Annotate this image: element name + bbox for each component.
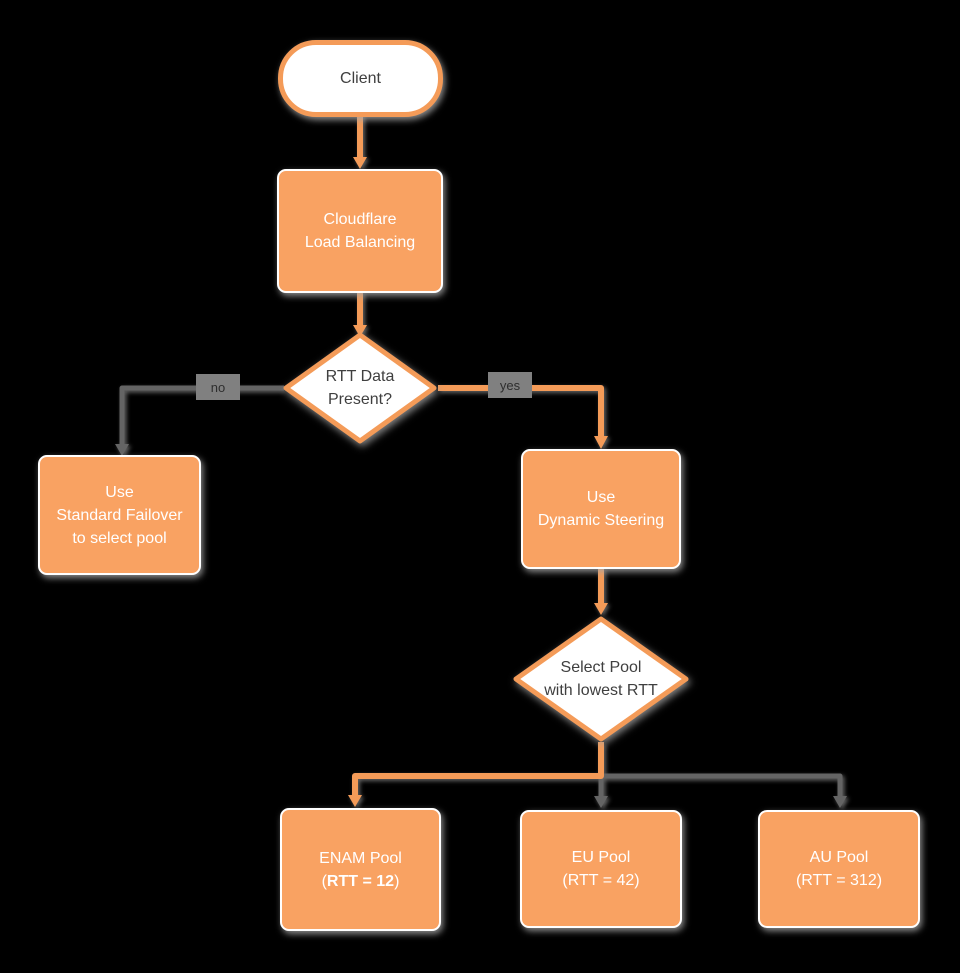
node-au-pool: AU Pool (RTT = 312)	[758, 810, 920, 928]
node-enam-pool-line1: ENAM Pool	[319, 849, 402, 867]
node-dynamic-steering-line1: Use	[586, 489, 616, 506]
node-standard-failover: Use Standard Failover to select pool	[38, 455, 201, 575]
diamond-shape	[283, 332, 437, 444]
diamond-shape	[513, 616, 689, 742]
decision-rtt-line1: RTT Data	[325, 368, 395, 385]
node-au-pool-line1: AU Pool	[809, 849, 869, 866]
decision-rtt-line2: Present?	[327, 391, 393, 408]
node-load-balancer-line2: Load Balancing	[304, 234, 416, 251]
edge-label-yes: yes	[488, 372, 532, 398]
node-client-label: Client	[340, 69, 381, 87]
decision-select-pool-line2: with lowest RTT	[544, 682, 658, 699]
node-load-balancer: Cloudflare Load Balancing	[277, 169, 443, 293]
node-client: Client	[278, 40, 443, 117]
node-enam-pool: ENAM Pool (RTT = 12)	[280, 808, 441, 931]
node-au-pool-line2: (RTT = 312)	[795, 872, 883, 889]
edge-to-enam-pool	[352, 742, 604, 796]
edge-to-au-pool	[601, 773, 843, 798]
edge-label-no-text: no	[210, 379, 226, 395]
edge-label-yes-text: yes	[499, 377, 521, 393]
node-standard-failover-line1: Use	[105, 483, 134, 501]
arrowhead-au-pool	[833, 796, 847, 808]
arrowhead-enam-pool	[348, 795, 362, 807]
arrowhead-rttdecision	[353, 325, 367, 337]
decision-select-pool-line1: Select Pool	[560, 659, 642, 676]
node-eu-pool-line2: (RTT = 42)	[562, 872, 640, 889]
node-eu-pool-line1: EU Pool	[571, 849, 631, 866]
arrowhead-yes-branch	[594, 436, 608, 449]
node-enam-pool-line2: (RTT = 12)	[321, 872, 400, 890]
arrowhead-no-branch	[115, 444, 129, 456]
node-standard-failover-line3: to select pool	[72, 529, 167, 547]
node-dynamic-steering-line2: Dynamic Steering	[537, 512, 665, 529]
node-standard-failover-line2: Standard Failover	[56, 506, 183, 524]
arrowhead-eu-pool	[594, 796, 608, 808]
node-dynamic-steering: Use Dynamic Steering	[521, 449, 681, 569]
decision-select-pool: Select Pool with lowest RTT	[512, 616, 690, 742]
arrowhead-selectpool	[594, 603, 608, 615]
decision-rtt-data-present: RTT Data Present?	[282, 332, 438, 444]
node-load-balancer-line1: Cloudflare	[323, 211, 397, 228]
node-eu-pool: EU Pool (RTT = 42)	[520, 810, 682, 928]
arrowhead-loadbalancer	[353, 157, 367, 169]
edge-label-no: no	[196, 374, 240, 400]
